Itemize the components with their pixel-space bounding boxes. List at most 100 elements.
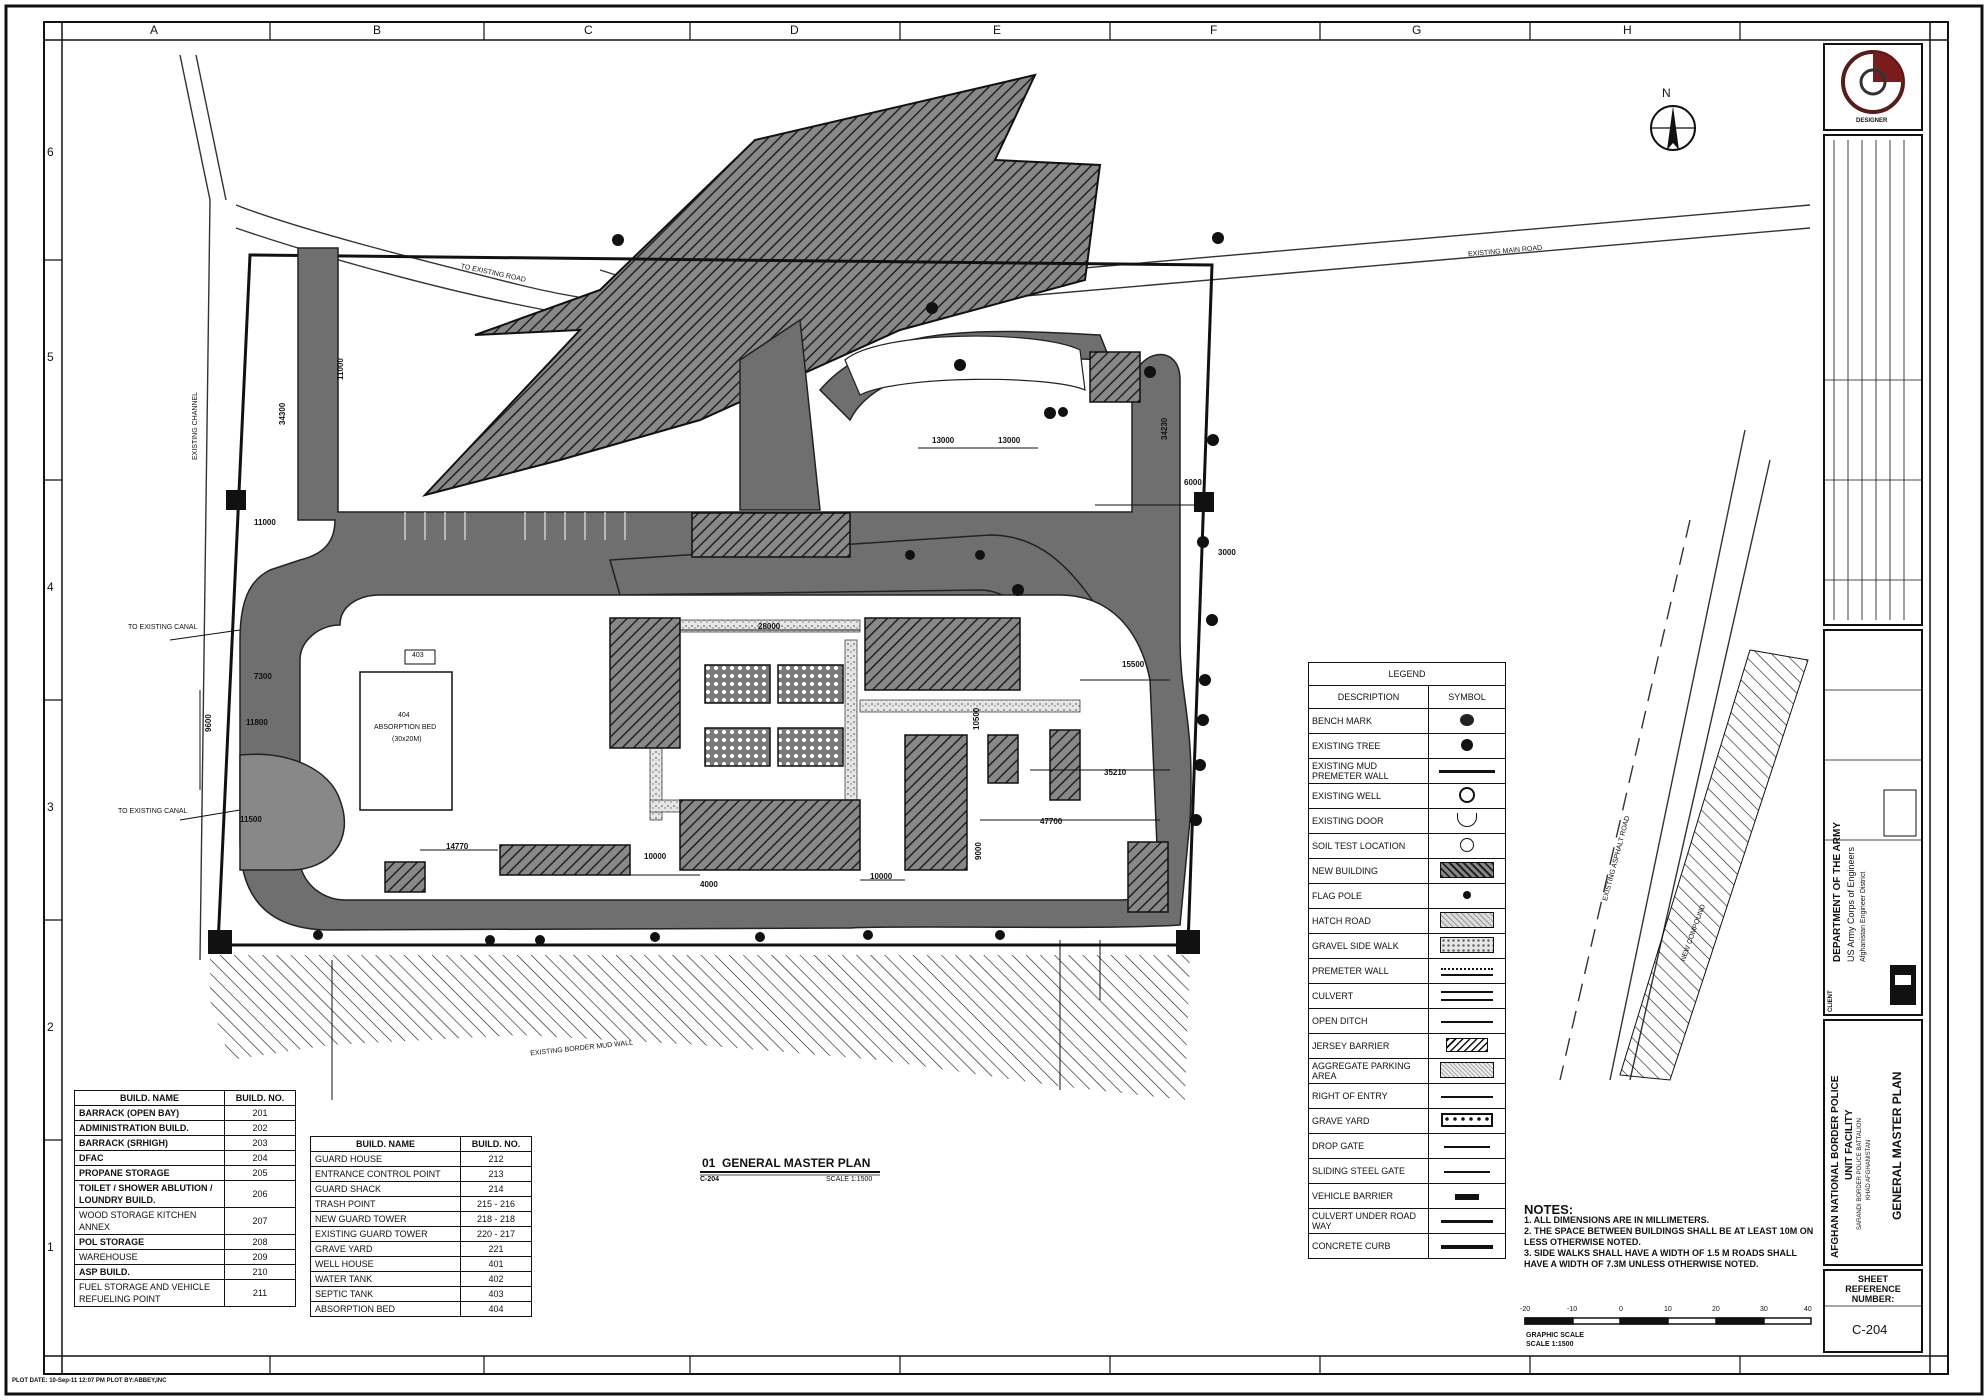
dimension-label: 9600 [204, 714, 213, 732]
legend-label: CULVERT [1308, 983, 1429, 1009]
building-number: 208 [224, 1234, 296, 1250]
new-building-icon [1440, 862, 1494, 878]
building-name: GUARD HOUSE [310, 1151, 461, 1167]
legend-label: EXISTING TREE [1308, 733, 1429, 759]
notes: NOTES: 1. ALL DIMENSIONS ARE IN MILLIMET… [1524, 1203, 1814, 1270]
dimension-label: 15500 [1122, 660, 1145, 669]
dimension-label: 7300 [254, 672, 272, 681]
legend-item: PREMETER WALL [1308, 958, 1506, 984]
culvert-icon [1441, 991, 1493, 1002]
table-row: TOILET / SHOWER ABLUTION / LOUNDRY BUILD… [74, 1180, 296, 1208]
legend-item: OPEN DITCH [1308, 1008, 1506, 1034]
dimension-label: 4000 [700, 880, 718, 889]
legend-item: DROP GATE [1308, 1133, 1506, 1159]
scale-tick: -20 [1520, 1306, 1531, 1313]
project-line-1: AFGHAN NATIONAL BORDER POLICE [1830, 1075, 1841, 1258]
plot-date: PLOT DATE: 10-Sep-11 12:07 PM PLOT BY:AB… [12, 1378, 167, 1384]
agency-line-1: DEPARTMENT OF THE ARMY [1832, 822, 1843, 962]
dimension-label: 3000 [1218, 548, 1236, 557]
building-name: EXISTING GUARD TOWER [310, 1226, 461, 1242]
building-number: 220 - 217 [460, 1226, 532, 1242]
legend-label: GRAVE YARD [1308, 1108, 1429, 1134]
building-name: WATER TANK [310, 1271, 461, 1287]
sheet-reference-label: SHEET REFERENCE NUMBER: [1845, 1274, 1901, 1304]
building-name: TOILET / SHOWER ABLUTION / LOUNDRY BUILD… [74, 1180, 225, 1208]
table-header: BUILD. NAME [74, 1090, 225, 1106]
dimension-label: 35210 [1104, 768, 1127, 777]
dimension-label: 11000 [254, 518, 276, 527]
building-number: 213 [460, 1166, 532, 1182]
legend-label: PREMETER WALL [1308, 958, 1429, 984]
legend-item: GRAVE YARD [1308, 1108, 1506, 1134]
grid-col-f: F [1210, 23, 1218, 37]
parking-area-icon [1440, 1062, 1494, 1078]
building-name: ENTRANCE CONTROL POINT [310, 1166, 461, 1182]
legend-label: GRAVEL SIDE WALK [1308, 933, 1429, 959]
north-label: N [1662, 86, 1671, 100]
grid-row-3: 3 [47, 800, 54, 814]
grid-col-h: H [1623, 23, 1632, 37]
legend-label: HATCH ROAD [1308, 908, 1429, 934]
legend-item: RIGHT OF ENTRY [1308, 1083, 1506, 1109]
legend-label: EXISTING MUD PREMETER WALL [1308, 758, 1429, 784]
legend-label: RIGHT OF ENTRY [1308, 1083, 1429, 1109]
legend-header-description: DESCRIPTION [1308, 685, 1429, 709]
plan-scale: SCALE 1:1500 [826, 1176, 873, 1183]
table-header: BUILD. NAME [310, 1136, 461, 1152]
legend-title: LEGEND [1308, 662, 1506, 686]
grid-row-4: 4 [47, 580, 54, 594]
absorption-bed-tag: 403 [412, 652, 424, 659]
building-number: 210 [224, 1264, 296, 1280]
table-row: BARRACK (OPEN BAY)201 [74, 1105, 296, 1121]
legend-item: EXISTING DOOR [1308, 808, 1506, 834]
building-number: 206 [224, 1180, 296, 1208]
building-number: 404 [460, 1301, 532, 1317]
building-number: 401 [460, 1256, 532, 1272]
table-header: BUILD. NO. [224, 1090, 296, 1106]
building-number: 402 [460, 1271, 532, 1287]
table-row: FUEL STORAGE AND VEHICLE REFUELING POINT… [74, 1279, 296, 1307]
vehicle-barrier-icon [1455, 1193, 1479, 1200]
table-row: ADMINISTRATION BUILD.202 [74, 1120, 296, 1136]
building-name: SEPTIC TANK [310, 1286, 461, 1302]
drawing-title: GENERAL MASTER PLAN [1890, 1071, 1904, 1220]
hatch-road-icon [1440, 912, 1494, 928]
building-name: FUEL STORAGE AND VEHICLE REFUELING POINT [74, 1279, 225, 1307]
dimension-label: 28000 [758, 622, 781, 631]
dimension-label: 6000 [1184, 478, 1202, 487]
perimeter-wall-icon [1441, 967, 1493, 976]
building-name: ASP BUILD. [74, 1264, 225, 1280]
building-name: WOOD STORAGE KITCHEN ANNEX [74, 1207, 225, 1235]
jersey-barrier-icon [1446, 1038, 1488, 1052]
building-name: DFAC [74, 1150, 225, 1166]
project-line-4: KHAD AFGHANISTAN [1866, 1139, 1872, 1200]
legend: LEGEND DESCRIPTION SYMBOL BENCH MARK EXI… [1308, 662, 1506, 1259]
drop-gate-icon [1444, 1145, 1490, 1148]
client-label: CLIENT [1828, 990, 1834, 1012]
legend-item: EXISTING MUD PREMETER WALL [1308, 758, 1506, 784]
building-name: GRAVE YARD [310, 1241, 461, 1257]
mud-wall-icon [1439, 770, 1495, 774]
legend-item: VEHICLE BARRIER [1308, 1183, 1506, 1209]
legend-label: BENCH MARK [1308, 708, 1429, 734]
grave-yard-icon [1441, 1113, 1493, 1127]
legend-label: EXISTING DOOR [1308, 808, 1429, 834]
grid-col-b: B [373, 23, 382, 37]
project-line-3: SARANDI BORDER POLICE BATTALION [1857, 1118, 1863, 1230]
building-number: 218 - 218 [460, 1211, 532, 1227]
plan-title-number: 01 [702, 1156, 716, 1170]
project-line-2: UNIT FACILITY [1844, 1109, 1855, 1180]
